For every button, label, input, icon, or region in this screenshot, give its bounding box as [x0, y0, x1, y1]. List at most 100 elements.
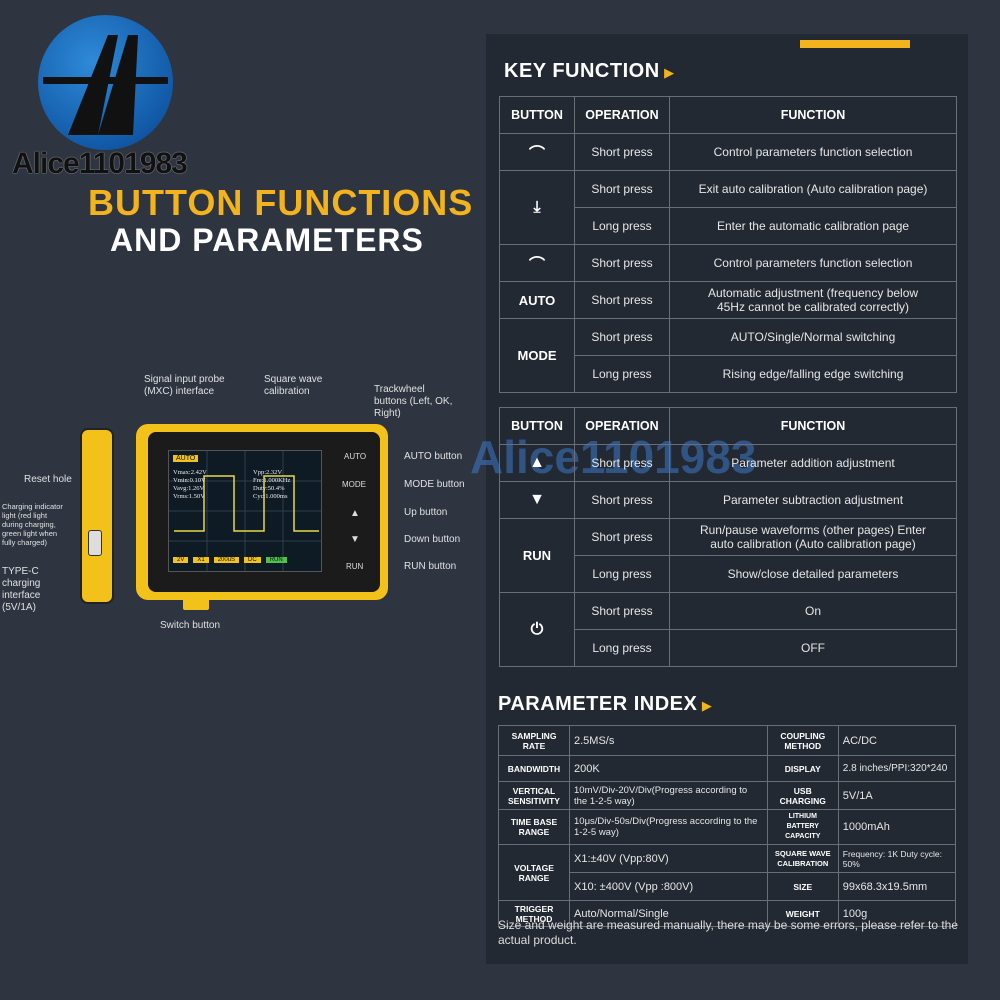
param-label: VERTICAL SENSITIVITY [498, 781, 570, 810]
param-label: COUPLING METHOD [766, 725, 839, 756]
operation-cell: Short press [574, 592, 670, 630]
param-label: TIME BASE RANGE [498, 809, 570, 845]
button-cell: MODE [499, 318, 575, 393]
function-cell: OFF [669, 629, 957, 667]
param-value: 5V/1A [837, 781, 957, 810]
device-mode-key: MODE [342, 480, 366, 489]
param-value: 99x68.3x19.5mm [837, 872, 957, 901]
device-run-key: RUN [346, 562, 364, 571]
power-icon: ⏻ [499, 592, 575, 667]
param-value: 200K [569, 755, 768, 782]
param-value: Frequency: 1K Duty cycle: 50% [837, 844, 957, 873]
function-cell: Control parameters function selection [669, 244, 957, 282]
param-label: VOLTAGE RANGE [498, 844, 570, 901]
screen-chip: X1 [193, 557, 209, 563]
callout-down: Down button [404, 534, 461, 545]
device-side-view [80, 428, 114, 604]
screen-cyc: Cyc:1.000ms [253, 493, 288, 500]
function-cell: Automatic adjustment (frequency below 45… [669, 281, 957, 319]
device-down-key-icon: ▼ [350, 534, 360, 545]
screen-vpp: Vpp:2.32V [253, 469, 283, 476]
callout-signal-input: Signal input probe (MXC) interface [144, 374, 225, 397]
param-label: SIZE [766, 872, 839, 901]
up-triangle-icon: ▲ [499, 444, 575, 482]
accent-bar [800, 40, 910, 48]
screen-chip: DC [244, 557, 261, 563]
down-triangle-icon: ▼ [499, 481, 575, 519]
device-screen: AUTO Vmax:2.42V Vmin:0.10V Vavg:1.26V Vr… [168, 450, 322, 572]
screen-vmin: Vmin:0.10V [173, 477, 206, 484]
param-value: 2.5MS/s [569, 725, 768, 756]
param-label: USB CHARGING [766, 781, 839, 810]
param-value: 10mV/Div-20V/Div(Progress according to t… [569, 781, 768, 810]
col-header: OPERATION [574, 407, 670, 445]
operation-cell: Short press [574, 481, 670, 519]
operation-cell: Short press [574, 244, 670, 282]
screen-fre: Fre:1.000KHz [253, 477, 291, 484]
function-cell: Show/close detailed parameters [669, 555, 957, 593]
key-function-heading: KEY FUNCTION ▶ [504, 60, 674, 83]
param-value: 10μs/Div-50s/Div(Progress according to t… [569, 809, 768, 845]
param-label: WEIGHT [766, 900, 839, 927]
device-up-key-icon: ▲ [350, 508, 360, 519]
callout-square-wave: Square wave calibration [264, 374, 323, 397]
callout-auto: AUTO button [404, 451, 463, 462]
callout-up: Up button [404, 507, 448, 518]
button-cell: RUN [499, 518, 575, 593]
typec-port-icon [88, 530, 102, 556]
operation-cell: Short press [574, 133, 670, 171]
operation-cell: Short press [574, 318, 670, 356]
screen-vavg: Vavg:1.26V [173, 485, 205, 492]
col-header: BUTTON [499, 407, 575, 445]
screen-chip: RUN [265, 557, 287, 563]
screen-chip: 200uS [213, 557, 240, 563]
operation-cell: Short press [574, 444, 670, 482]
function-cell: Control parameters function selection [669, 133, 957, 171]
key-function-table-2: BUTTON OPERATION FUNCTION ▲ Short press … [499, 407, 957, 667]
parameter-index-heading: PARAMETER INDEX ▶ [498, 693, 712, 716]
callout-run: RUN button [404, 561, 457, 572]
param-label: DISPLAY [766, 755, 839, 782]
operation-cell: Long press [574, 555, 670, 593]
param-label: TRIGGER METHOD [498, 900, 570, 927]
function-cell: Enter the automatic calibration page [669, 207, 957, 245]
screen-vrms: Vrms:1.50V [173, 493, 205, 500]
parameter-index-title: PARAMETER INDEX [498, 693, 698, 715]
operation-cell: Short press [574, 170, 670, 208]
param-value: X10: ±400V (Vpp :800V) [569, 872, 768, 901]
param-label: SAMPLING RATE [498, 725, 570, 756]
screen-mode-badge: AUTO [173, 455, 199, 462]
logo-text: Alice1101983 [12, 147, 188, 180]
function-cell: On [669, 592, 957, 630]
hero-title: BUTTON FUNCTIONS [88, 182, 474, 223]
callout-trackwheel: Trackwheel buttons (Left, OK, Right) [374, 384, 453, 419]
parameter-table: SAMPLING RATE 2.5MS/s COUPLING METHOD AC… [498, 725, 957, 927]
col-header: OPERATION [574, 96, 670, 134]
operation-cell: Short press [574, 518, 670, 556]
param-value: 1000mAh [837, 809, 957, 845]
col-header: FUNCTION [669, 96, 957, 134]
function-cell: AUTO/Single/Normal switching [669, 318, 957, 356]
screen-chip: 2V [173, 557, 189, 563]
param-value: AC/DC [837, 725, 957, 756]
screen-vmax: Vmax:2.42V [173, 469, 207, 476]
callout-mode: MODE button [404, 479, 465, 490]
callout-switch: Switch button [160, 620, 221, 631]
function-cell: Parameter subtraction adjustment [669, 481, 957, 519]
callout-charging-indicator: Charging indicator light (red light duri… [2, 502, 63, 547]
button-cell: AUTO [499, 281, 575, 319]
device-switch-button [183, 598, 209, 610]
arrow-icon: ▶ [701, 698, 712, 713]
device-auto-key: AUTO [344, 452, 367, 461]
param-value: Auto/Normal/Single [569, 900, 768, 927]
logo-icon [38, 15, 173, 150]
col-header: BUTTON [499, 96, 575, 134]
left-wheel-icon: ⌒ [499, 133, 575, 171]
right-wheel-icon: ⌒ [499, 244, 575, 282]
hero-subtitle: AND PARAMETERS [110, 222, 424, 258]
function-cell: Run/pause waveforms (other pages) Enter … [669, 518, 957, 556]
col-header: FUNCTION [669, 407, 957, 445]
arrow-icon: ▶ [664, 65, 675, 80]
operation-cell: Long press [574, 629, 670, 667]
function-cell: Exit auto calibration (Auto calibration … [669, 170, 957, 208]
